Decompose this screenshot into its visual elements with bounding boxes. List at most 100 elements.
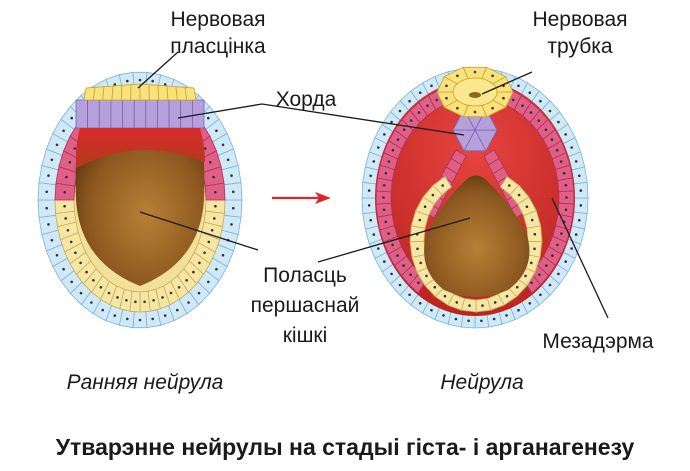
neural-plate-cell <box>111 84 123 101</box>
label-mesoderm: Мезадэрма <box>542 330 654 353</box>
endoderm-cell-nucleus <box>433 285 437 289</box>
endoderm-cell-nucleus <box>530 261 533 265</box>
mesoderm-cell-nucleus <box>559 160 563 163</box>
endoderm-cell-nucleus <box>169 291 173 295</box>
ectoderm-cell-nucleus <box>207 280 210 284</box>
mesoderm-cell-nucleus <box>529 111 533 114</box>
endoderm-cell-nucleus <box>505 294 509 298</box>
ectoderm-cell-nucleus <box>367 204 371 207</box>
endoderm-cell-nucleus <box>493 301 497 304</box>
ectoderm-cell-nucleus <box>390 272 393 276</box>
label-gut-line1: Поласць <box>263 264 347 287</box>
ectoderm-cell-nucleus <box>517 84 520 88</box>
leader-notochord-neurula <box>261 103 465 136</box>
ectoderm-cell-nucleus <box>47 223 50 226</box>
ectoderm-cell-nucleus <box>369 218 373 222</box>
mesoderm-cell-nucleus <box>521 104 524 107</box>
ectoderm-cell-nucleus <box>226 158 230 162</box>
neural-plate-cell <box>157 84 169 101</box>
ectoderm-cell-nucleus <box>564 133 567 136</box>
mesoderm-cell-nucleus <box>409 119 413 122</box>
mesoderm-cell-nucleus <box>402 128 406 131</box>
neural-tube-cell-nucleus <box>445 84 448 88</box>
ectoderm-cell-nucleus <box>574 233 578 236</box>
ectoderm-cell-nucleus <box>50 158 54 162</box>
endoderm-cell-nucleus <box>63 204 66 208</box>
ectoderm-cell-nucleus <box>408 293 411 297</box>
endoderm-cell-nucleus <box>515 285 519 289</box>
ectoderm-cell-nucleus <box>151 79 154 83</box>
mesoderm-cell-nucleus <box>556 243 559 247</box>
neural-tube-cell-nucleus <box>456 74 459 78</box>
mesoderm-cell-nucleus <box>382 184 386 187</box>
ectoderm-cell-nucleus <box>570 247 573 250</box>
endoderm-cell-nucleus <box>207 240 211 244</box>
neurula-primary-gut-cavity <box>424 175 530 297</box>
ectoderm-cell-nucleus <box>207 116 210 120</box>
mesoderm-cell-nucleus <box>208 161 212 164</box>
ectoderm-cell-nucleus <box>138 318 142 322</box>
label-gut-line3: кішкі <box>283 324 328 347</box>
early-neurula-embryo <box>37 71 243 329</box>
leader-neural-plate <box>137 51 179 89</box>
ectoderm-cell-nucleus <box>372 160 376 163</box>
ectoderm-cell-nucleus <box>232 190 235 194</box>
ectoderm-cell-nucleus <box>232 206 235 210</box>
endoderm-cell-nucleus <box>152 299 155 302</box>
notochord-cell <box>87 99 100 129</box>
mesoderm-cell-nucleus <box>417 281 420 285</box>
neural-plate-cell <box>102 85 114 101</box>
early-neural-plate <box>83 83 197 101</box>
ectoderm-cell-nucleus <box>578 174 581 178</box>
ectoderm-cell-nucleus <box>505 314 508 317</box>
endoderm-cell-nucleus <box>468 304 471 307</box>
neural-plate-cell <box>184 86 197 101</box>
mesoderm-cell-nucleus <box>512 98 515 102</box>
ectoderm-cell-nucleus <box>50 238 54 242</box>
ectoderm-cell-nucleus <box>215 129 218 133</box>
mesoderm-cell-nucleus <box>550 138 554 141</box>
mesoderm-cell-nucleus <box>387 232 390 235</box>
label-neural-plate-line2: пласцінка <box>170 35 266 58</box>
mesoderm-cell-nucleus <box>382 208 386 212</box>
ectoderm-cell-nucleus <box>230 223 233 226</box>
ectoderm-cell-nucleus <box>377 247 380 250</box>
mesoderm-cell-nucleus <box>426 104 429 107</box>
notochord-cell <box>98 99 112 129</box>
ectoderm-cell-nucleus <box>557 272 560 276</box>
ectoderm-cell-nucleus <box>578 218 581 222</box>
endoderm-cell-nucleus <box>92 279 95 282</box>
leader-gut-early <box>139 211 259 251</box>
endoderm-cell-nucleus <box>69 240 73 244</box>
endoderm-cell-nucleus <box>66 229 70 232</box>
ectoderm-cell-nucleus <box>369 174 373 178</box>
ectoderm-cell-nucleus <box>539 293 542 297</box>
mesoderm-cell-nucleus <box>564 184 568 187</box>
neurula-mesoderm-layer <box>375 85 575 294</box>
ectoderm-cell-nucleus <box>480 319 483 323</box>
endoderm-cell-nucleus <box>116 296 119 299</box>
ectoderm-cell-nucleus <box>548 283 552 287</box>
mesoderm-cell-nucleus <box>538 273 541 277</box>
ectoderm-cell-nucleus <box>418 302 422 305</box>
endoderm-cell-nucleus <box>210 229 214 232</box>
notochord-cell <box>157 99 170 129</box>
ectoderm-cell-nucleus <box>138 78 142 82</box>
ectoderm-cell-nucleus <box>430 84 433 88</box>
endoderm-cell-nucleus <box>143 300 146 304</box>
endoderm-cell-nucleus <box>508 184 511 187</box>
mesoderm-cell-nucleus <box>435 98 439 102</box>
ectoderm-cell-nucleus <box>492 317 496 321</box>
notochord-cell <box>110 99 123 129</box>
neural-canal <box>469 92 481 98</box>
mesoderm-cell-nucleus <box>402 264 405 267</box>
endoderm-cell-nucleus <box>455 301 459 304</box>
ectoderm-cell-nucleus <box>221 143 225 147</box>
endoderm-cell-nucleus <box>517 193 521 197</box>
ectoderm-cell-nucleus <box>579 204 583 207</box>
mesoderm-cell-nucleus <box>544 128 548 131</box>
label-notochord: Хорда <box>276 88 337 111</box>
early-notochord <box>75 99 205 129</box>
neural-tube-cell-nucleus <box>502 96 505 100</box>
